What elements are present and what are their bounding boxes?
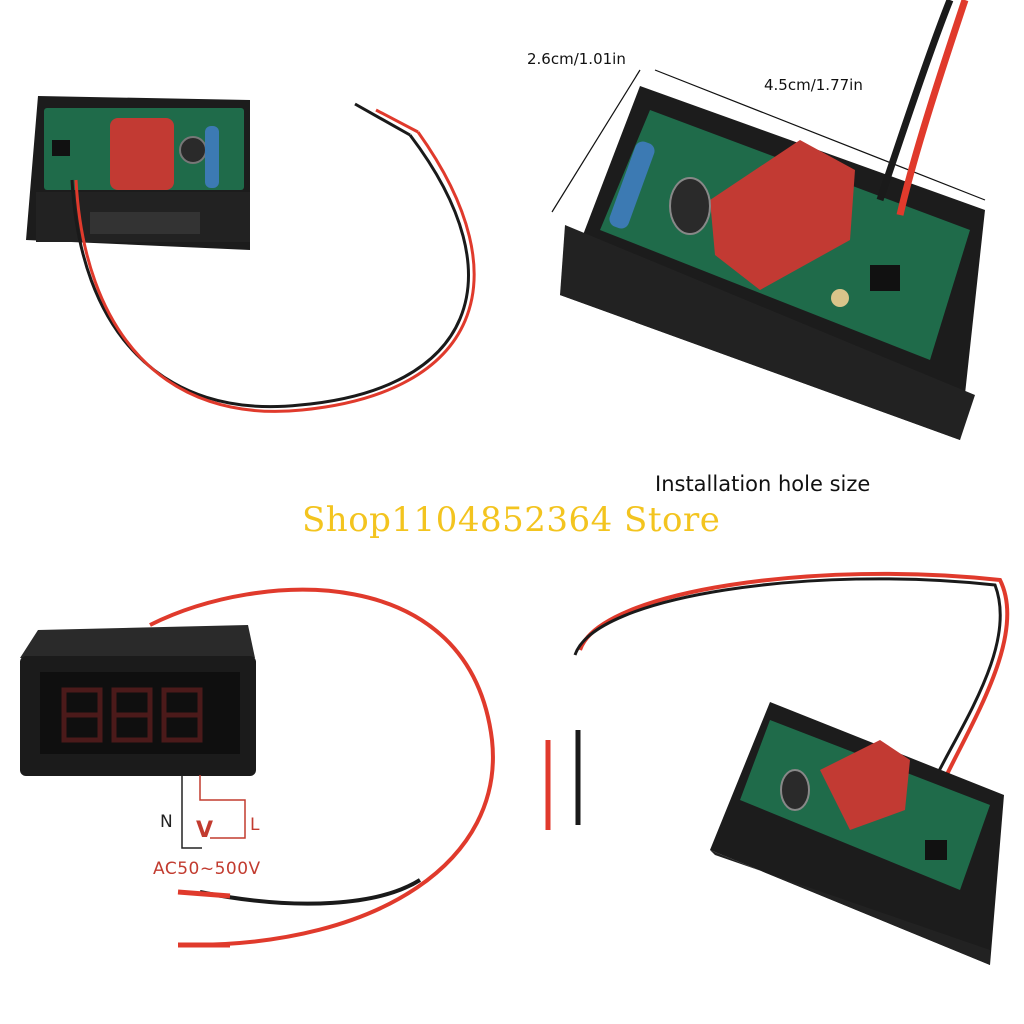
module-bottom-right	[545, 571, 1010, 965]
module-bottom-left	[20, 587, 495, 948]
led-display-digits	[61, 687, 203, 743]
live-label: L	[250, 815, 260, 835]
module-top-left	[26, 96, 476, 413]
width-dimension-label: 2.6cm/1.01in	[527, 50, 626, 68]
voltage-symbol: V	[196, 818, 214, 843]
capacitor-small	[820, 740, 910, 830]
live-wire-diagram	[199, 775, 246, 839]
installation-caption: Installation hole size	[655, 472, 871, 496]
capacitor	[110, 118, 174, 190]
length-dimension-label: 4.5cm/1.77in	[764, 76, 863, 94]
module-top-right	[551, 0, 986, 440]
neutral-label: N	[160, 812, 173, 832]
store-watermark: Shop1104852364 Store	[302, 500, 721, 540]
capacitor-large	[710, 140, 855, 290]
neutral-wire-diagram	[181, 775, 202, 849]
voltage-range-label: AC50~500V	[153, 859, 261, 879]
